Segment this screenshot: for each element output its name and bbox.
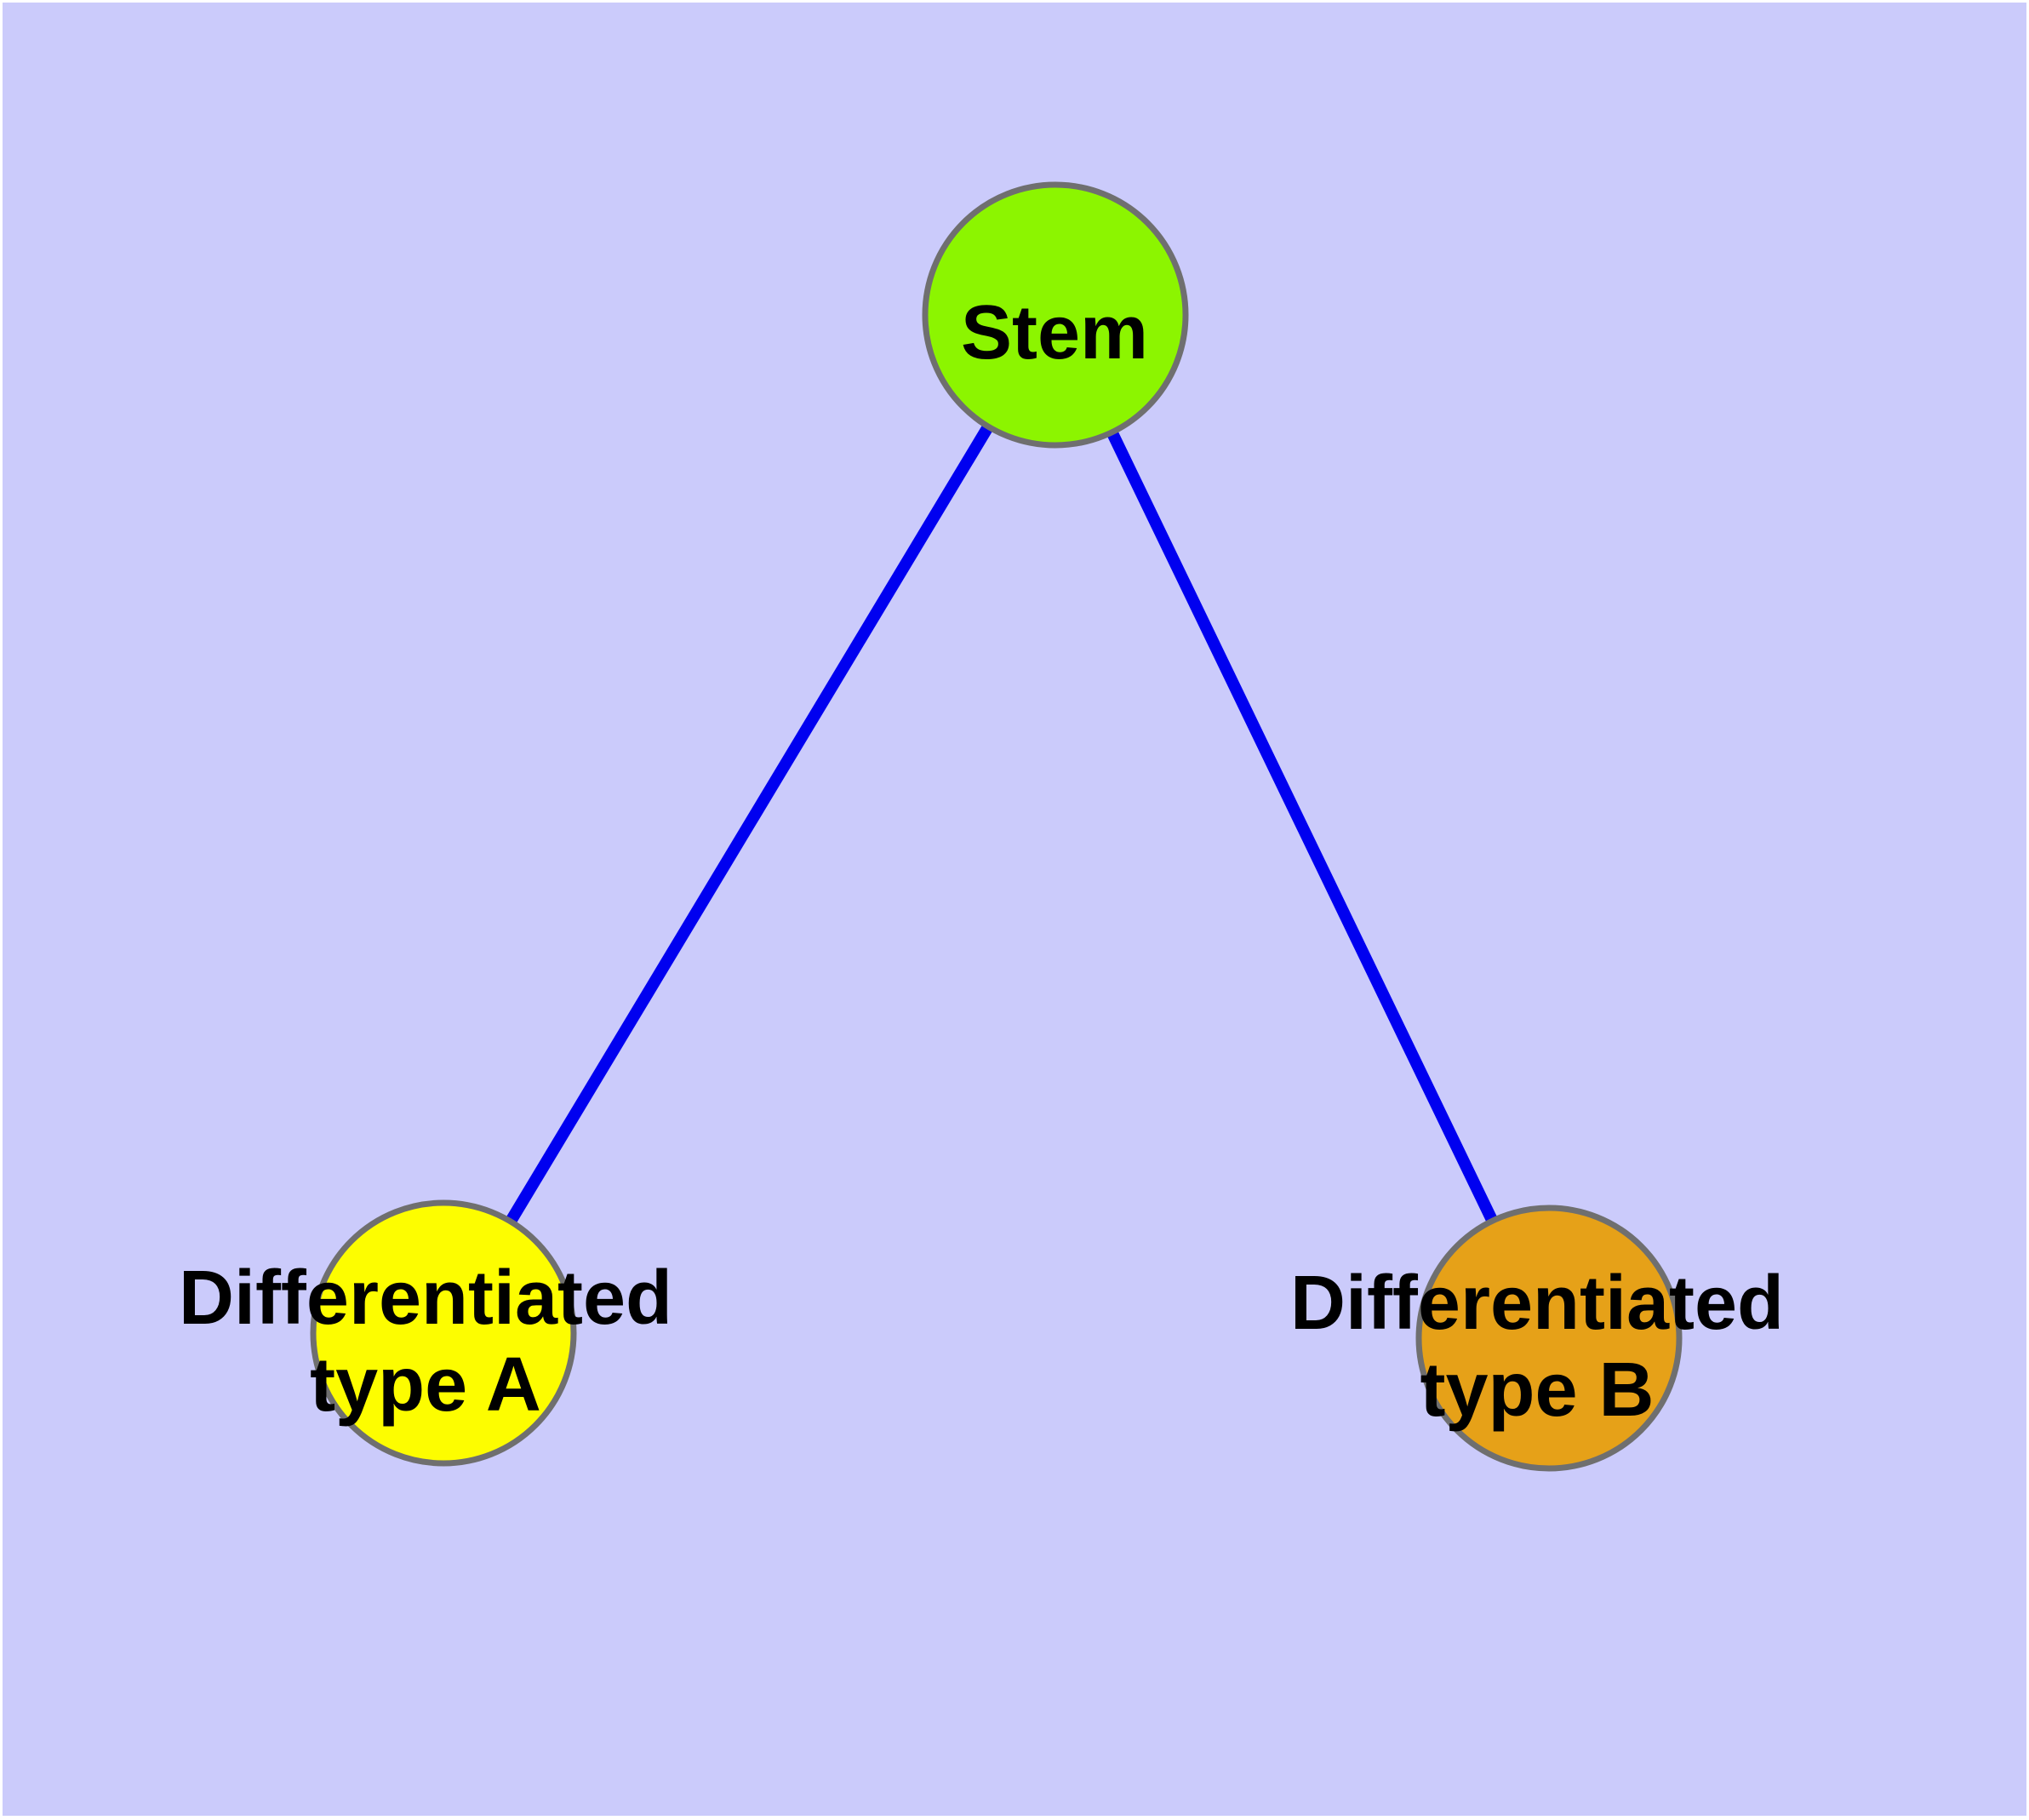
edge-group bbox=[438, 312, 1555, 1342]
node-stem-label: Stem bbox=[961, 290, 1148, 375]
node-stem: Stem bbox=[922, 181, 1189, 449]
node-type-a-label-line2: type A bbox=[310, 1342, 541, 1428]
node-differentiated-type-b: Differentiated type B bbox=[1290, 1205, 1784, 1472]
node-type-b-label-line1: Differentiated bbox=[1290, 1261, 1784, 1346]
node-type-b-label-line2: type B bbox=[1420, 1348, 1654, 1433]
edge-stem-to-type-b bbox=[1049, 312, 1555, 1342]
node-type-b-circle bbox=[1415, 1205, 1683, 1472]
node-stem-circle bbox=[922, 181, 1189, 449]
node-type-a-circle bbox=[310, 1199, 577, 1467]
node-type-a-label-line1: Differentiated bbox=[179, 1256, 672, 1341]
edge-stem-to-type-a bbox=[438, 312, 1060, 1336]
node-differentiated-type-a: Differentiated type A bbox=[179, 1199, 672, 1467]
